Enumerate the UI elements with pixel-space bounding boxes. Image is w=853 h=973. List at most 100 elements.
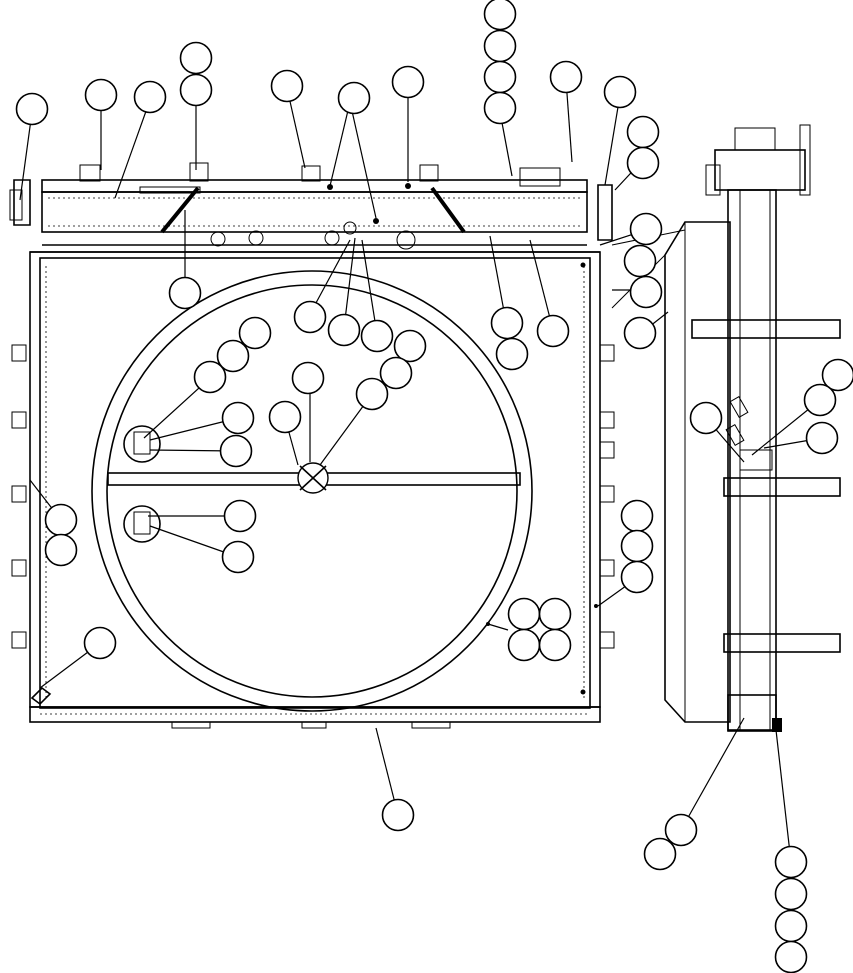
callout-bubble-b41 [44,533,78,567]
side-tab [599,411,615,429]
callout-bubble-b59 [774,909,808,943]
side-crossbar [723,633,841,653]
side-tab [599,344,615,362]
left-side-bracket [13,179,31,226]
top-header-panel [41,191,588,233]
side-crossbar [723,477,841,497]
callout-bubble-b42 [620,499,654,533]
front-view [9,162,615,729]
callout-bubble-b19 [629,275,663,309]
callout-bubble-b29 [216,339,250,373]
header-tab [419,164,439,182]
side-crossbar [691,319,841,339]
detail-inset-upper [123,425,161,463]
top-header-rail [41,179,588,193]
callout-bubble-b45 [507,597,541,631]
side-frame-channel [727,189,777,731]
callout-bubble-b43 [620,529,654,563]
callout-bubble-b50 [381,798,415,832]
callout-bubble-b26 [495,337,529,371]
callout-bubble-b25 [490,306,524,340]
header-brace-left [160,186,200,234]
callout-bubble-b40 [44,503,78,537]
side-shroud-panel [664,221,731,723]
callout-bubble-b39 [221,540,255,574]
callout-bubble-b28 [238,316,272,350]
side-tab [11,411,27,429]
callout-bubble-b31 [291,361,325,395]
callout-bubble-b57 [774,845,808,879]
side-tab [11,559,27,577]
header-hole [210,231,226,247]
side-tab [599,485,615,503]
fan-ring-inner [106,284,518,698]
right-side-bracket [597,184,613,241]
callout-bubble-b36 [221,401,255,435]
header-brace-right [430,186,466,234]
side-mid-bracket [739,449,773,471]
header-hole [396,230,416,250]
main-shroud-inner [39,257,591,709]
callout-bubble-b30 [193,360,227,394]
header-tab [301,165,321,182]
side-tab [11,344,27,362]
callout-bubble-b05 [179,41,213,75]
callout-bubble-b15 [626,115,660,149]
bottom-tab [171,721,211,729]
callout-bubble-b03 [483,60,517,94]
fan-ring-outer [91,270,533,712]
callout-bubbles [15,0,853,973]
callout-bubble-b16 [626,146,660,180]
callout-bubble-b60 [774,940,808,973]
callout-bubble-b24 [360,319,394,353]
callout-bubble-b55 [803,383,837,417]
callout-bubble-b20 [623,316,657,350]
callout-bubble-b35 [268,400,302,434]
callout-bubble-b17 [629,212,663,246]
callout-bubble-b09 [15,92,49,126]
callout-bubble-b53 [689,401,723,435]
bottom-tab [301,721,327,729]
callout-bubble-b54 [821,358,853,392]
drain-fitting [30,686,52,706]
callout-bubble-b21 [168,276,202,310]
leader-lines [19,79,823,863]
detail-inset-lower [123,505,161,543]
callout-bubble-b48 [538,628,572,662]
side-view [611,124,841,732]
header-tab [79,164,101,182]
bottom-tab [411,721,451,729]
callout-bubble-b38 [223,499,257,533]
header-tab [189,162,209,182]
side-tab [599,631,615,649]
side-tab [599,441,615,459]
header-bracket-left [139,186,201,194]
callout-bubble-b06 [179,73,213,107]
callout-bubble-b04 [483,91,517,125]
callout-bubble-b23 [327,313,361,347]
callout-bubble-b07 [133,80,167,114]
callout-bubble-b44 [620,560,654,594]
callout-bubble-b08 [84,78,118,112]
callout-bubble-b02 [483,29,517,63]
callout-bubble-b27 [536,314,570,348]
callout-bubble-b18 [623,244,657,278]
callout-bubble-b32 [393,329,427,363]
callout-bubble-b12 [391,65,425,99]
bottom-rail [29,706,601,723]
callout-bubble-b10 [270,69,304,103]
callout-bubble-b37 [219,434,253,468]
header-tab-right [519,167,561,187]
callout-bubble-b56 [805,421,839,455]
callout-bubble-b11 [337,81,371,115]
callout-bubble-b47 [507,628,541,662]
side-top-assembly [714,149,806,191]
callout-bubble-b33 [379,356,413,390]
callout-bubble-b51 [664,813,698,847]
callout-bubble-b49 [83,626,117,660]
callout-bubble-b52 [643,837,677,871]
left-side-tab [9,189,23,221]
callout-bubble-b01 [483,0,517,31]
